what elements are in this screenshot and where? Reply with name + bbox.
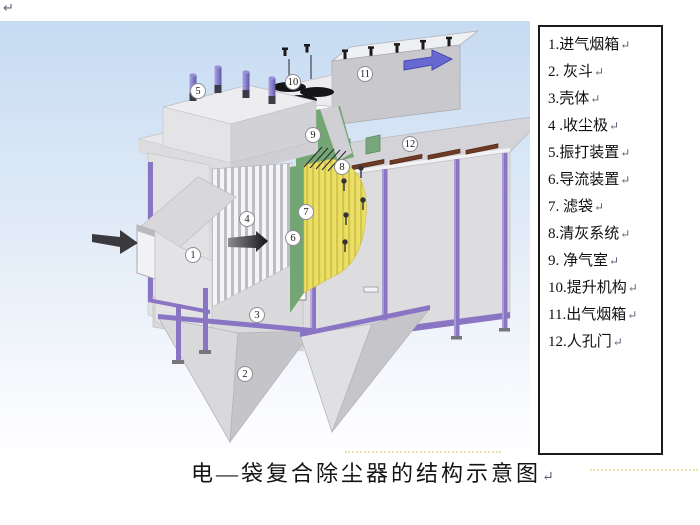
callout-12: 12 — [402, 136, 418, 152]
squiggle-artifact — [345, 451, 501, 453]
callout-11: 11 — [357, 66, 373, 82]
paragraph-mark: ↵ — [594, 200, 605, 214]
legend-item: 2. 灰斗↵ — [548, 64, 605, 80]
callout-4: 4 — [239, 211, 255, 227]
paragraph-mark: ↵ — [609, 119, 620, 133]
legend-item: 5.振打装置↵ — [548, 145, 631, 161]
callout-5: 5 — [190, 83, 206, 99]
paragraph-mark: ↵ — [590, 92, 601, 106]
paragraph-mark: ↵ — [612, 335, 623, 349]
diagram-canvas — [0, 21, 530, 447]
legend-item: 7. 滤袋↵ — [548, 199, 605, 215]
paragraph-mark: ↵ — [620, 38, 631, 52]
paragraph-mark: ↵ — [609, 254, 620, 268]
legend-item: 9. 净气室↵ — [548, 253, 620, 269]
paragraph-mark: ↵ — [594, 65, 605, 79]
paragraph-mark: ↵ — [542, 470, 554, 485]
callout-8: 8 — [334, 159, 350, 175]
paragraph-mark: ↵ — [620, 173, 631, 187]
legend-item: 3.壳体↵ — [548, 91, 601, 107]
legend-item: 4 .收尘极↵ — [548, 118, 620, 134]
ash-hoppers — [148, 288, 432, 444]
callout-3: 3 — [249, 307, 265, 323]
legend-panel[interactable]: 1.进气烟箱↵ 2. 灰斗↵ 3.壳体↵ 4 .收尘极↵ 5.振打装置↵ 6.导… — [538, 25, 663, 455]
callout-6: 6 — [285, 230, 301, 246]
roof-door-icon — [365, 134, 381, 155]
flow-arrow-icon — [228, 231, 268, 252]
legend-item: 11.出气烟箱↵ — [548, 307, 638, 323]
callout-2: 2 — [237, 366, 253, 382]
squiggle-artifact — [590, 469, 698, 471]
legend-item: 6.导流装置↵ — [548, 172, 631, 188]
legend-item: 8.清灰系统↵ — [548, 226, 631, 242]
paragraph-mark: ↵ — [627, 281, 638, 295]
dust-collector-diagram[interactable]: 1 2 3 4 5 6 7 8 9 10 11 12 — [0, 21, 530, 447]
bolt-icons — [282, 36, 452, 59]
paragraph-mark: ↵ — [620, 227, 631, 241]
caption-text: 电—袋复合除尘器的结构示意图 — [191, 461, 542, 486]
paragraph-mark: ↵ — [3, 0, 14, 15]
legend-item: 12.人孔门↵ — [548, 334, 623, 350]
callout-10: 10 — [285, 74, 301, 90]
paragraph-mark: ↵ — [627, 308, 638, 322]
paragraph-mark: ↵ — [620, 146, 631, 160]
callout-7: 7 — [298, 204, 314, 220]
callout-9: 9 — [305, 127, 321, 143]
diagram-caption: 电—袋复合除尘器的结构示意图↵ — [191, 456, 554, 488]
filter-bag-pins — [341, 165, 366, 252]
callout-1: 1 — [185, 247, 201, 263]
inlet-arrow-icon — [92, 230, 138, 254]
legend-item: 10.提升机构↵ — [548, 280, 638, 296]
outlet-arrow-icon — [403, 49, 454, 71]
legend-item: 1.进气烟箱↵ — [548, 37, 631, 53]
